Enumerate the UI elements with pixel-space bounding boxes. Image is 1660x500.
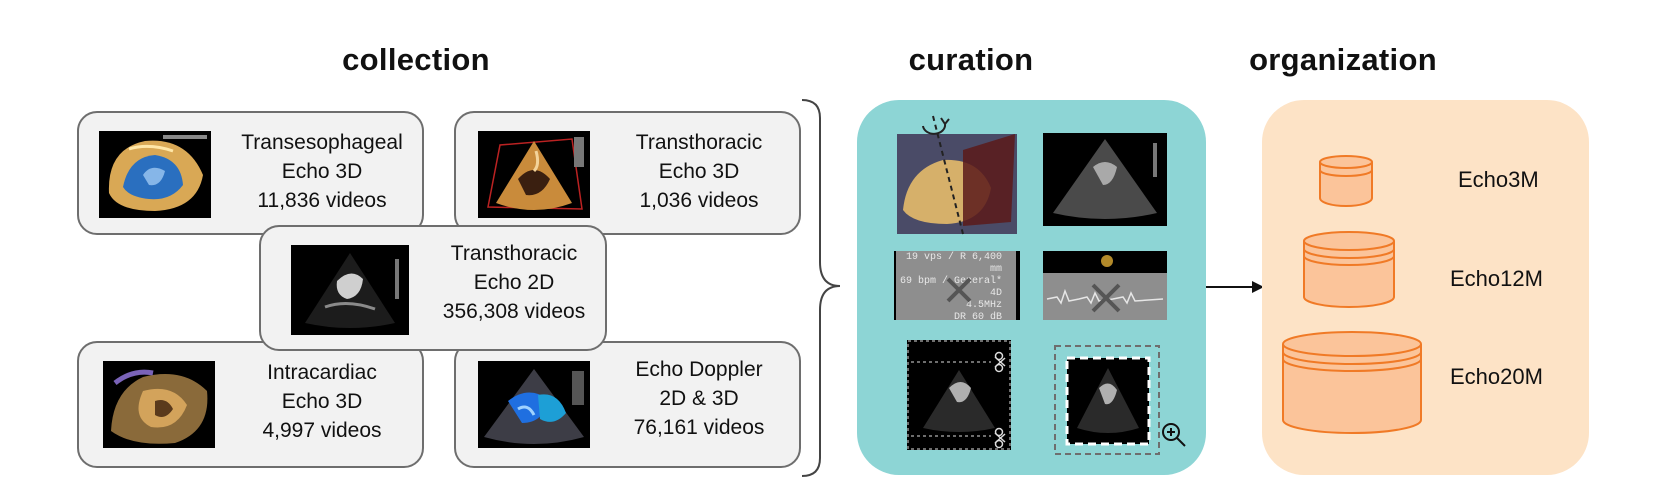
collection-card-transthoracic-2d: Transthoracic Echo 2D 356,308 videos <box>259 225 607 351</box>
card-title-line2: 2D & 3D <box>659 387 739 410</box>
dataset-small-cylinder-icon <box>1319 155 1373 207</box>
dataset-label: Echo12M <box>1450 266 1543 291</box>
card-video-count: 76,161 videos <box>633 416 765 439</box>
overlay-line: 4.5MHz <box>965 300 1002 311</box>
collection-card-transthoracic-3d: Transthoracic Echo 3D 1,036 videos <box>454 111 801 235</box>
curation-zoom-image <box>1054 345 1186 455</box>
echo-3d-tee-thumbnail <box>99 131 211 218</box>
curation-cone-image <box>1043 133 1167 226</box>
card-title-line2: Echo 3D <box>281 160 363 183</box>
curation-panel: 19 vps / R 6,400 mm 69 bpm / General* 4D… <box>857 100 1206 475</box>
reject-x-icon <box>946 277 972 303</box>
echo-2d-tte-thumbnail <box>291 245 409 335</box>
echo-doppler-thumbnail <box>478 361 590 448</box>
overlay-line: 19 vps / R 6,400 mm <box>905 252 1002 275</box>
card-video-count: 11,836 videos <box>257 189 387 212</box>
organization-title: organization <box>1249 42 1437 77</box>
collection-card-doppler: Echo Doppler 2D & 3D 76,161 videos <box>454 341 801 468</box>
card-title-line2: Echo 3D <box>281 390 363 413</box>
curation-title: curation <box>908 42 1034 77</box>
overlay-line: 4D <box>989 288 1002 299</box>
curation-crop-image <box>907 340 1011 450</box>
scissors-icon <box>994 427 1006 449</box>
echo-3d-ice-thumbnail <box>103 361 215 448</box>
card-title-line1: Intracardiac <box>267 361 377 384</box>
echo-3d-tte-thumbnail <box>478 131 590 218</box>
zoom-in-icon <box>1162 423 1186 447</box>
rotate-icon <box>922 123 947 135</box>
card-title-line1: Echo Doppler <box>635 358 763 381</box>
card-title-line2: Echo 3D <box>658 160 740 183</box>
grouping-brace <box>801 99 841 477</box>
dataset-label: Echo20M <box>1450 364 1543 389</box>
card-title-line2: Echo 2D <box>473 271 555 294</box>
card-title-line1: Transthoracic <box>450 242 578 265</box>
card-video-count: 1,036 videos <box>639 189 759 212</box>
scissors-icon <box>994 351 1006 373</box>
dataset-large-cylinder-icon <box>1282 331 1422 434</box>
card-title-line1: Transthoracic <box>635 131 763 154</box>
overlay-line: DR 60 dB <box>953 312 1002 323</box>
card-video-count: 356,308 videos <box>442 300 586 323</box>
collection-card-intracardiac-3d: Intracardiac Echo 3D 4,997 videos <box>77 341 424 468</box>
curation-rotation-image <box>897 115 1017 235</box>
dataset-label: Echo3M <box>1458 167 1539 192</box>
collection-title: collection <box>342 42 490 77</box>
dataset-medium-cylinder-icon <box>1303 231 1395 308</box>
curation-text-overlay-image: 19 vps / R 6,400 mm 69 bpm / General* 4D… <box>894 251 1020 323</box>
card-title-line1: Transesophageal <box>241 131 403 154</box>
curation-ecg-image <box>1043 251 1167 320</box>
collection-card-transesophageal-3d: Transesophageal Echo 3D 11,836 videos <box>77 111 424 235</box>
card-video-count: 4,997 videos <box>262 419 382 442</box>
flow-arrow-icon <box>1206 281 1264 293</box>
